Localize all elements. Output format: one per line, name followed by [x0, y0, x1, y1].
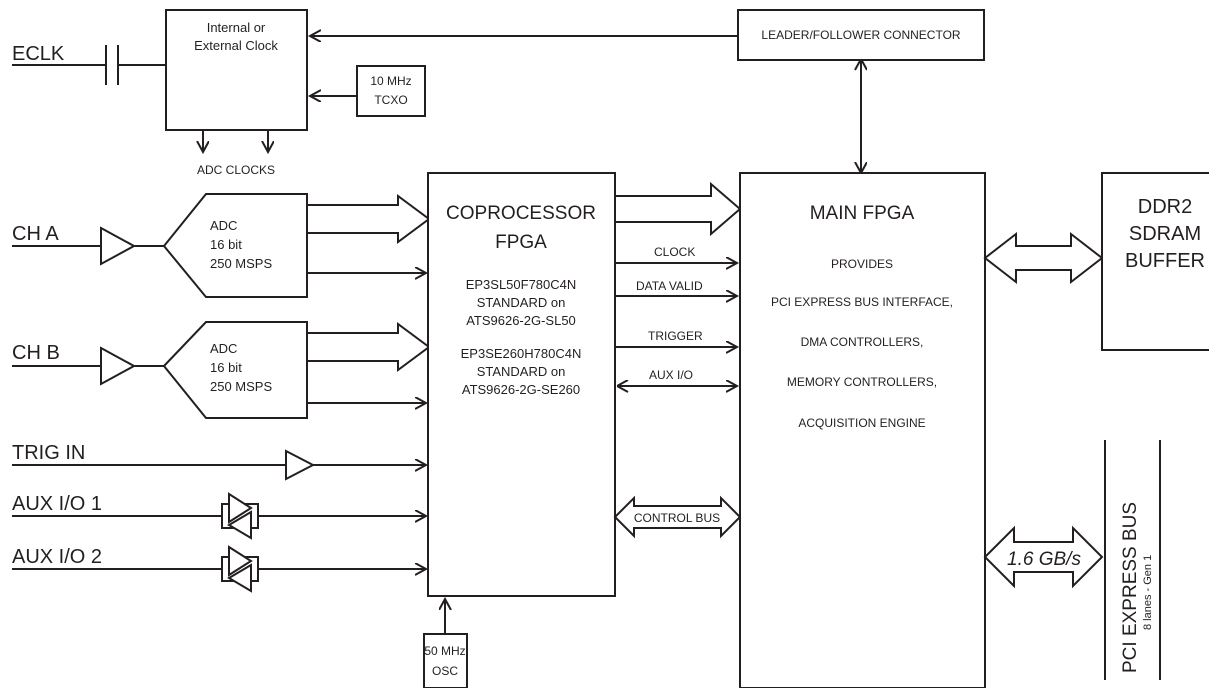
data-valid-link-label: DATA VALID — [636, 279, 703, 293]
buffer-icon — [100, 346, 137, 386]
coprocessor-fpga: COPROCESSOR FPGA EP3SL50F780C4N STANDARD… — [427, 172, 616, 597]
coprocessor-part2-line1: EP3SE260H780C4N — [461, 346, 582, 361]
aux-io-1-label: AUX I/O 1 — [12, 493, 102, 515]
channel-a: CH A ADC 16 bit 250 MSPS — [12, 193, 431, 298]
main-fpga-function-2: DMA CONTROLLERS, — [801, 335, 924, 349]
adc-b-data-arrow — [306, 322, 431, 372]
osc-block: 50 MHz OSC — [423, 599, 468, 688]
main-fpga: MAIN FPGA PROVIDES PCI EXPRESS BUS INTER… — [739, 172, 986, 688]
bidirectional-buffer-icon — [228, 545, 253, 577]
eclk-label: ECLK — [12, 43, 65, 65]
aux-io-link-label: AUX I/O — [649, 368, 693, 382]
adc-a-block — [162, 193, 308, 298]
buffer-icon — [100, 226, 137, 266]
eclk-input: ECLK — [12, 43, 166, 85]
main-fpga-function-1: PCI EXPRESS BUS INTERFACE, — [771, 295, 953, 309]
pcie-link-arrow — [983, 525, 1104, 589]
clock-link-label: CLOCK — [654, 245, 695, 259]
osc-line1: 50 MHz — [424, 644, 465, 658]
ddr2-line2: SDRAM — [1129, 223, 1201, 245]
adc-b-line1: ADC — [210, 341, 237, 356]
tcxo-line2: TCXO — [374, 93, 407, 107]
bidirectional-buffer-icon — [228, 492, 253, 524]
pci-express-bus: PCI EXPRESS BUS 8 lanes - Gen 1 — [1104, 440, 1161, 680]
adc-b-block — [162, 321, 308, 419]
adc-clocks-label: ADC CLOCKS — [197, 163, 275, 177]
trig-in-label: TRIG IN — [12, 442, 85, 464]
pci-express-bus-sub: 8 lanes - Gen 1 — [1142, 555, 1154, 630]
main-fpga-function-4: ACQUISITION ENGINE — [798, 416, 925, 430]
ch-a-label: CH A — [12, 223, 59, 245]
adc-clocks: ADC CLOCKS — [197, 130, 275, 177]
coprocessor-part1-line3: ATS9626-2G-SL50 — [466, 313, 576, 328]
control-bus-label: CONTROL BUS — [634, 511, 720, 525]
adc-a-data-arrow — [306, 194, 431, 244]
ddr2-buffer: DDR2 SDRAM BUFFER — [1101, 172, 1209, 351]
coprocessor-part1-line2: STANDARD on — [477, 295, 566, 310]
ddr2-bus-arrow — [983, 231, 1104, 285]
clock-block: Internal or External Clock — [165, 9, 308, 131]
coprocessor-part2-line2: STANDARD on — [477, 364, 566, 379]
pcie-rate-label: 1.6 GB/s — [1007, 549, 1081, 570]
adc-a-line2: 16 bit — [210, 237, 242, 252]
adc-a-line1: ADC — [210, 218, 237, 233]
coprocessor-title2: FPGA — [495, 232, 547, 253]
main-fpga-provides: PROVIDES — [831, 257, 893, 271]
pci-express-bus-title: PCI EXPRESS BUS — [1120, 502, 1141, 673]
coprocessor-part1-line1: EP3SL50F780C4N — [466, 277, 577, 292]
coprocessor-title1: COPROCESSOR — [446, 203, 596, 224]
coprocessor-to-main-links: CLOCK DATA VALID TRIGGER AUX I/O CONTROL… — [613, 181, 742, 539]
buffer-icon — [285, 449, 316, 481]
tcxo-block: 10 MHz TCXO — [310, 65, 426, 117]
aux-io-2: AUX I/O 2 — [12, 545, 426, 593]
adc-a-line3: 250 MSPS — [210, 256, 272, 271]
main-fpga-function-3: MEMORY CONTROLLERS, — [787, 375, 937, 389]
main-fpga-title: MAIN FPGA — [810, 203, 915, 224]
data-bus-arrow — [614, 181, 742, 237]
aux-io-2-label: AUX I/O 2 — [12, 546, 102, 568]
osc-line2: OSC — [432, 664, 458, 678]
tcxo-line1: 10 MHz — [370, 74, 411, 88]
ddr2-line1: DDR2 — [1138, 196, 1192, 218]
coprocessor-part2-line3: ATS9626-2G-SE260 — [462, 382, 580, 397]
aux-io-1: AUX I/O 1 — [12, 492, 426, 540]
trigger-link-label: TRIGGER — [648, 329, 703, 343]
ch-b-label: CH B — [12, 342, 60, 364]
trig-in: TRIG IN — [12, 442, 426, 481]
adc-b-line2: 16 bit — [210, 360, 242, 375]
ddr2-line3: BUFFER — [1125, 250, 1205, 272]
leader-follower-label: LEADER/FOLLOWER CONNECTOR — [761, 28, 960, 42]
clock-block-line1: Internal or — [207, 20, 266, 35]
leader-follower-connector: LEADER/FOLLOWER CONNECTOR — [310, 9, 985, 173]
clock-block-line2: External Clock — [194, 38, 278, 53]
channel-b: CH B ADC 16 bit 250 MSPS — [12, 321, 431, 419]
adc-b-line3: 250 MSPS — [210, 379, 272, 394]
